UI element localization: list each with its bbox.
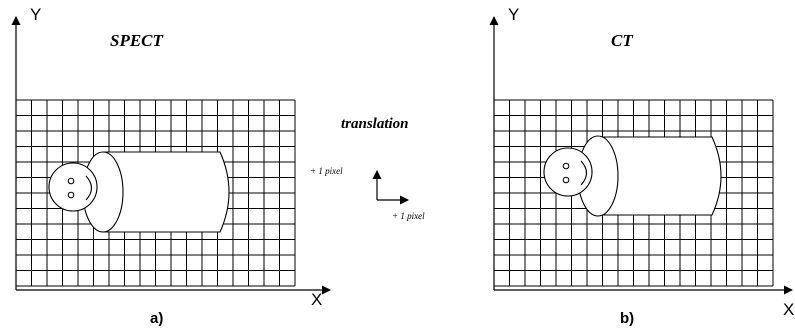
x-axis-label-a: X xyxy=(311,290,322,309)
panel-spect: Y X SPECT a) xyxy=(16,5,330,327)
translation-legend: translation + 1 pixel + 1 pixel xyxy=(310,116,425,221)
panel-caption-b: b) xyxy=(620,310,634,327)
eye xyxy=(68,178,74,184)
eye xyxy=(563,163,569,169)
y-axis-label-b: Y xyxy=(508,5,519,24)
panel-title-a: SPECT xyxy=(110,31,164,50)
panel-title-b: CT xyxy=(611,31,633,50)
phantom-b xyxy=(544,136,721,216)
vertical-shift-label: + 1 pixel xyxy=(310,166,343,176)
panel-ct: Y X CT b) xyxy=(494,5,794,327)
phantom-a xyxy=(49,152,229,232)
eye xyxy=(563,177,569,183)
horizontal-shift-label: + 1 pixel xyxy=(392,211,425,221)
head xyxy=(49,163,97,211)
translation-title: translation xyxy=(341,116,409,132)
head xyxy=(544,148,592,196)
eye xyxy=(68,192,74,198)
panel-caption-a: a) xyxy=(150,310,163,327)
x-axis-label-b: X xyxy=(783,300,794,319)
y-axis-label-a: Y xyxy=(30,5,41,24)
